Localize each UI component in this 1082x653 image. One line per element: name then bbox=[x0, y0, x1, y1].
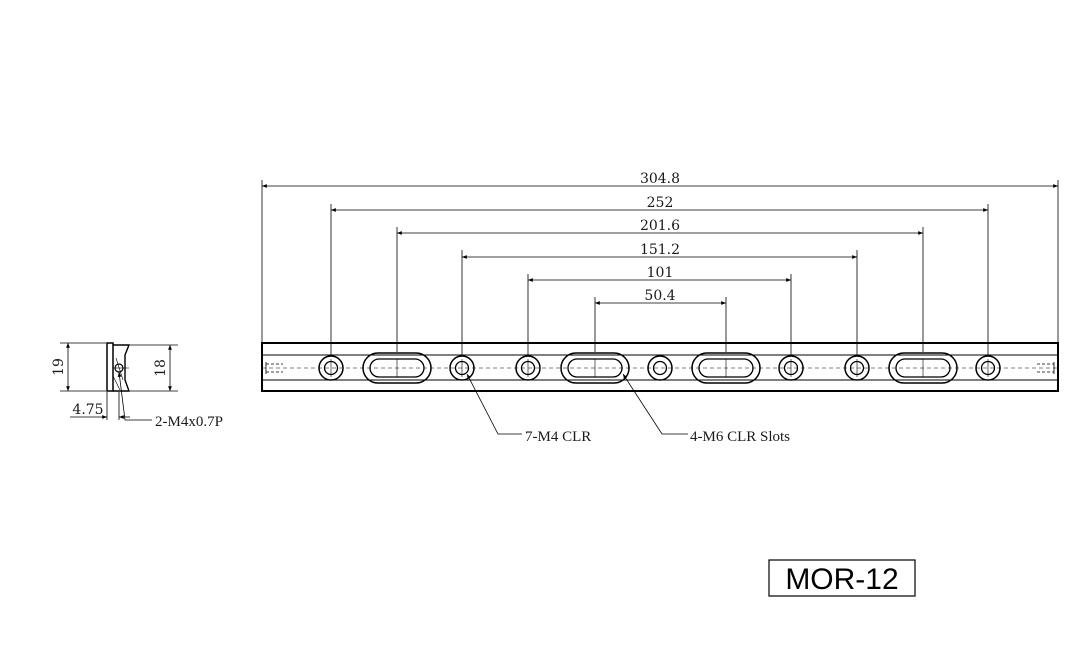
m6-slot bbox=[560, 352, 630, 384]
spacing-label: 151.2 bbox=[640, 242, 680, 258]
tapped-end-hole-left bbox=[265, 362, 283, 374]
model-label: MOR-12 bbox=[785, 563, 898, 596]
m4-clearance-callout: 7-M4 CLR bbox=[525, 429, 591, 445]
m6-slot bbox=[362, 352, 432, 384]
spacing-label: 201.6 bbox=[640, 218, 680, 234]
end-height-outer-label: 19 bbox=[51, 358, 67, 376]
dimension-lines: 304.8 252 201.6 151.2 101 50.4 bbox=[261, 171, 1059, 356]
spacing-label: 101 bbox=[647, 265, 674, 281]
end-height-inner-label: 18 bbox=[153, 359, 169, 377]
tapped-holes-callout: 2-M4x0.7P bbox=[155, 414, 223, 430]
callouts: 7-M4 CLR 4-M6 CLR Slots bbox=[466, 373, 790, 445]
rail-side-view bbox=[261, 342, 1059, 392]
model-label-box: MOR-12 bbox=[768, 559, 916, 597]
spacing-label: 50.4 bbox=[644, 288, 675, 304]
end-view: 19 18 4.75 2-M4x0.7P bbox=[51, 342, 223, 430]
tapped-end-hole-right bbox=[1037, 362, 1055, 374]
spacing-label: 252 bbox=[647, 195, 674, 211]
overall-length-label: 304.8 bbox=[640, 171, 680, 187]
m6-slot bbox=[691, 352, 761, 384]
end-width-label: 4.75 bbox=[72, 402, 103, 418]
m6-slots-callout: 4-M6 CLR Slots bbox=[690, 429, 790, 445]
m6-slot bbox=[888, 352, 958, 384]
m4-hole bbox=[647, 355, 673, 381]
